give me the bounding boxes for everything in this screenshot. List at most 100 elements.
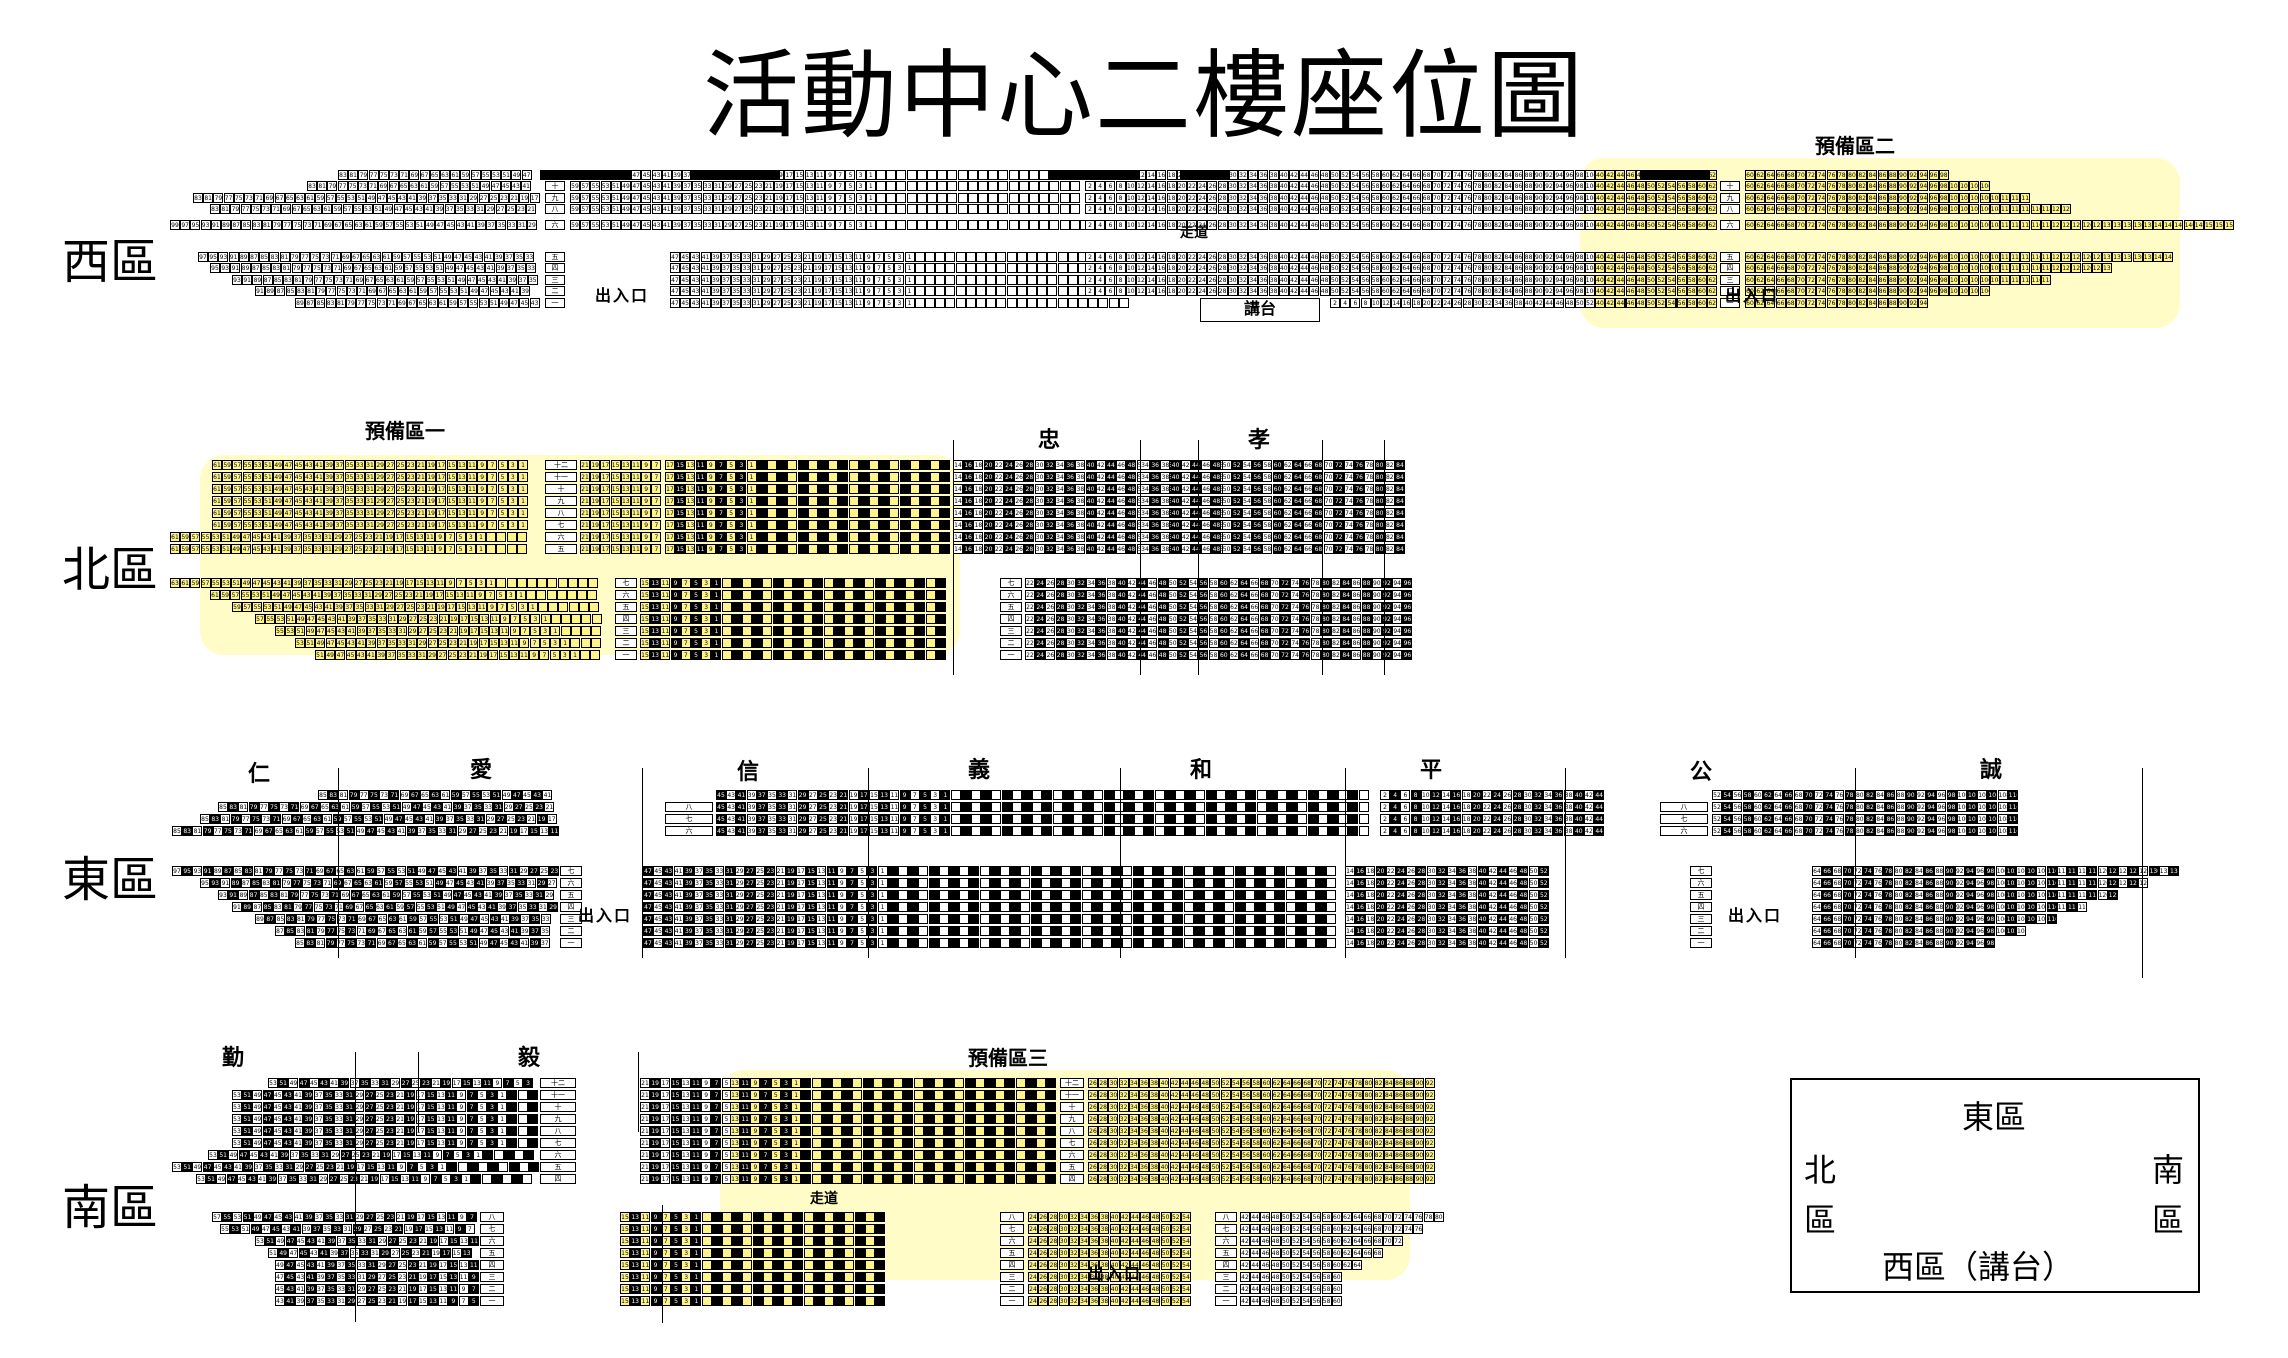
seat: 70 [1432, 170, 1442, 180]
seat: 3 [701, 650, 711, 660]
seat: 69 [323, 220, 333, 230]
seat: 60 [1697, 252, 1707, 262]
seat: 52 [1539, 866, 1549, 876]
seat [864, 590, 874, 600]
seat [968, 170, 978, 180]
seat [732, 590, 742, 600]
seat: 43 [652, 220, 662, 230]
seat [1143, 878, 1153, 888]
seat: 30 [1035, 520, 1045, 530]
seat: 33 [355, 472, 365, 482]
seat: 83 [295, 926, 305, 936]
seat: 59 [232, 602, 242, 612]
seat: 18 [973, 532, 983, 542]
seat: 73 [294, 866, 304, 876]
seat: 91 [230, 263, 240, 273]
seat [517, 544, 527, 554]
seat [1286, 878, 1296, 888]
seat [722, 638, 732, 648]
seat [1134, 826, 1144, 836]
seat [859, 544, 869, 554]
seat: 114 [2067, 866, 2077, 876]
seat: 27 [733, 220, 743, 230]
seat-block [1180, 170, 1230, 180]
seat: 56 [1360, 204, 1370, 214]
seat: 98 [1939, 220, 1949, 230]
seat: 15 [806, 866, 816, 876]
seat: 21 [764, 181, 774, 191]
seat: 41 [485, 263, 495, 273]
seat: 37 [334, 460, 344, 470]
north-section-label-2: 孝 [1248, 422, 1270, 454]
seat: 70 [1843, 890, 1853, 900]
seat: 10 [1421, 814, 1431, 824]
seat [1235, 926, 1245, 936]
seat: 4 [1390, 814, 1400, 824]
seat: 84 [1867, 170, 1877, 180]
seat [908, 866, 918, 876]
seat: 29 [458, 826, 468, 836]
seat [1255, 914, 1265, 924]
seat: 32 [1437, 914, 1447, 924]
seat-block [690, 170, 780, 180]
seat [849, 508, 859, 518]
seat: 42 [1127, 626, 1137, 636]
seat: 19 [786, 926, 796, 936]
seat [773, 626, 783, 636]
seat: 43 [726, 790, 736, 800]
seat: 82 [1385, 544, 1395, 554]
seat [991, 790, 1001, 800]
seat: 34 [1493, 298, 1503, 308]
seat: 88 [1888, 252, 1898, 262]
seat: 25 [506, 814, 516, 824]
seat: 39 [324, 460, 334, 470]
seat: 75 [310, 252, 320, 262]
seat: 61 [210, 590, 220, 600]
seat: 26 [1014, 520, 1024, 530]
seat: 16 [963, 544, 973, 554]
seat: 43 [414, 204, 424, 214]
seat: 8 [1116, 193, 1126, 203]
seat [876, 170, 886, 180]
seat: 11 [815, 220, 825, 230]
seat: 63 [409, 181, 419, 191]
seat [978, 170, 988, 180]
seat: 53 [346, 193, 356, 203]
seat: 37 [445, 814, 455, 824]
seat: 24 [1004, 544, 1014, 554]
seat: 100 [1996, 866, 2006, 876]
seat: 76 [1834, 826, 1844, 836]
row-label: 七 [1660, 814, 1708, 824]
seat [900, 544, 910, 554]
seat: 82 [1493, 220, 1503, 230]
seat [1031, 902, 1041, 912]
seat: 55 [412, 890, 422, 900]
seat [920, 484, 930, 494]
seat [838, 460, 848, 470]
seat: 58 [1687, 193, 1697, 203]
seat: 74 [1816, 220, 1826, 230]
seat: 51 [434, 263, 444, 273]
seat: 110 [2000, 252, 2010, 262]
seat: 106 [1980, 220, 1990, 230]
seat [1184, 878, 1194, 888]
seat [1359, 826, 1369, 836]
seat: 83 [326, 298, 336, 308]
seat [947, 220, 957, 230]
seat: 7 [681, 638, 691, 648]
seat [875, 626, 885, 636]
seat: 11 [815, 204, 825, 214]
seat [1022, 814, 1032, 824]
seat [732, 638, 742, 648]
seat: 40 [1117, 626, 1127, 636]
seat: 3 [508, 460, 518, 470]
seat: 5 [845, 204, 855, 214]
seat: 31 [534, 890, 544, 900]
seat: 42 [1096, 508, 1106, 518]
seat: 46 [1116, 496, 1126, 506]
seat: 15 [529, 826, 539, 836]
seat: 66 [1249, 626, 1259, 636]
seat: 108 [1990, 204, 2000, 214]
seat: 25 [394, 590, 404, 600]
seat: 32 [1483, 298, 1493, 308]
